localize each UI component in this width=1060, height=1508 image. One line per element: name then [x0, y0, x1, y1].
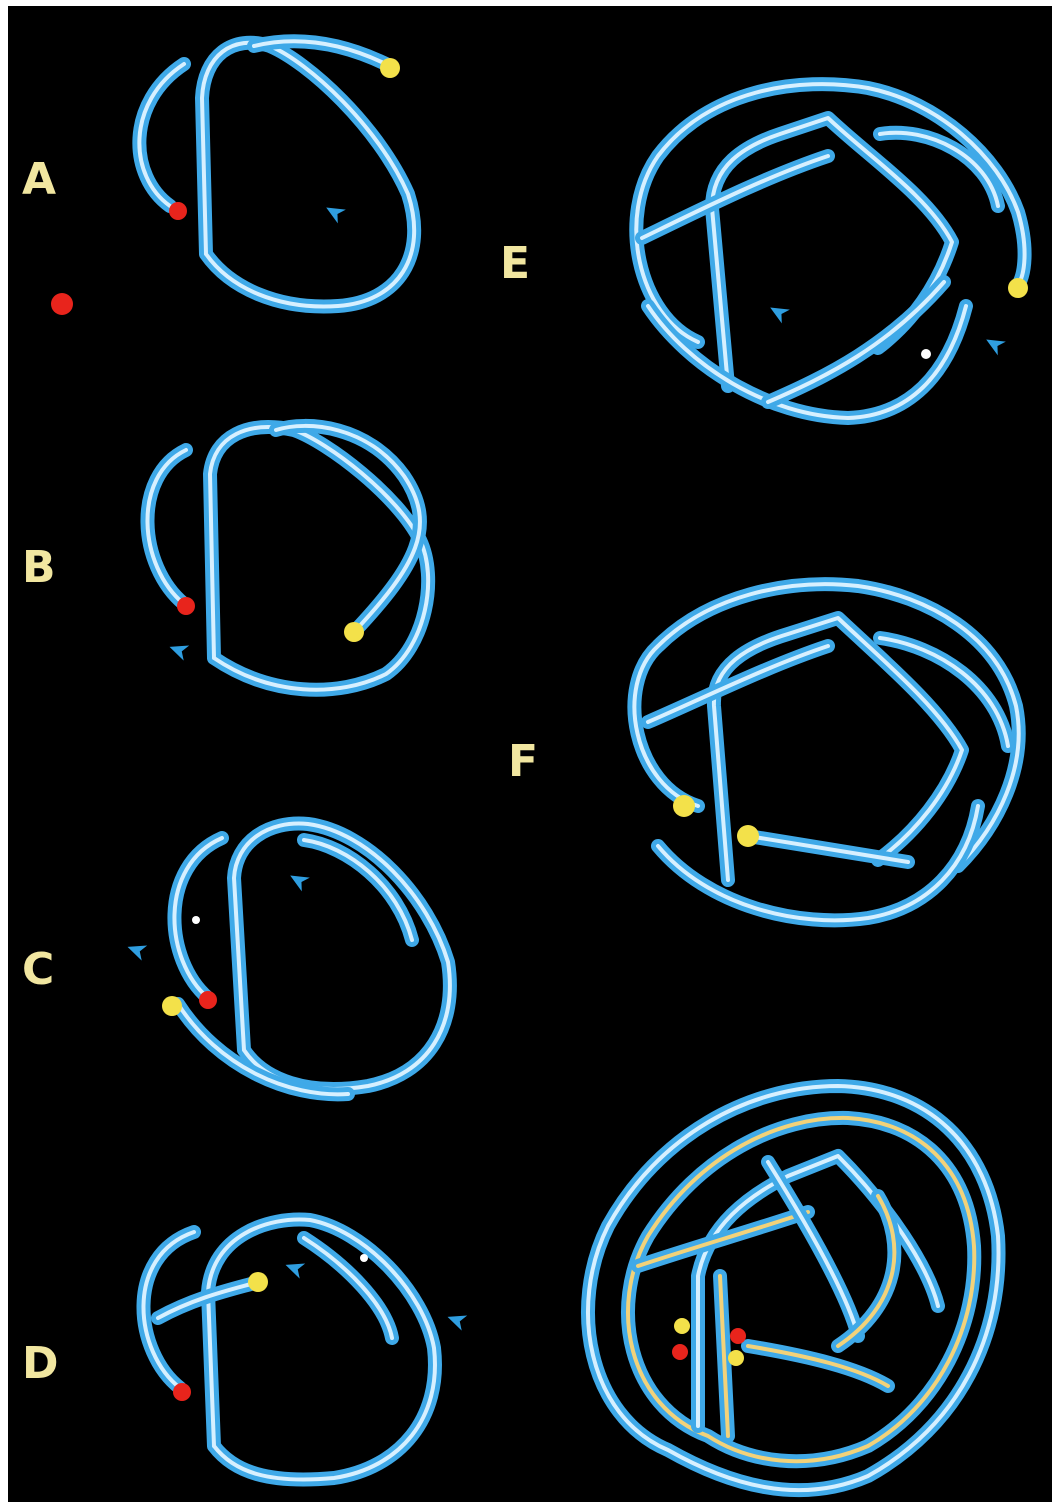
panel-label-d: D [22, 1338, 59, 1389]
strand-b-inner [269, 418, 427, 639]
yellow-dot-icon [673, 795, 695, 817]
strand-g-cross-1 [631, 1205, 815, 1273]
strand-c-bottom [171, 997, 355, 1102]
marker-layer [51, 58, 1028, 1401]
strand-d-inner [297, 1231, 399, 1345]
strand-g-cross-2 [741, 1339, 895, 1393]
red-dot-icon [199, 991, 217, 1009]
blue-arrowhead-icon [986, 339, 1006, 356]
strand-c-loop [227, 816, 457, 1096]
knot-diagram-svg: A B C D E F [22, 34, 1032, 1498]
yellow-dot-icon [737, 825, 759, 847]
strand-f-right-arc [873, 631, 1015, 753]
yellow-dot-icon [344, 622, 364, 642]
blue-arrowhead-icon [169, 645, 190, 661]
red-dot-icon [173, 1383, 191, 1401]
yellow-dot-icon [380, 58, 400, 78]
strand-a-top-arc [247, 34, 397, 73]
red-dot-icon [51, 293, 73, 315]
strand-g-outer [581, 1079, 1006, 1498]
blue-arrowhead-icon [326, 207, 346, 224]
strand-f-outer-1 [627, 577, 1026, 873]
white-dot-icon [360, 1254, 368, 1262]
blue-arrowhead-icon [285, 1263, 306, 1279]
yellow-dot-icon [674, 1318, 690, 1334]
blue-arrowhead-icon [127, 945, 148, 961]
strand-f-cross-1 [641, 639, 835, 729]
strand-d-loop [201, 1212, 442, 1487]
strand-e-right-arc [873, 125, 1005, 213]
red-dot-icon [672, 1344, 688, 1360]
strand-b-left-arc [140, 443, 193, 611]
strand-layer [132, 34, 1032, 1498]
blue-arrowhead-icon [447, 1315, 468, 1331]
panel-label-f: F [508, 736, 538, 787]
strand-g-inner-1 [691, 1149, 945, 1433]
strand-d-left-arc [136, 1225, 201, 1395]
strand-f-cross-2 [741, 829, 915, 869]
strand-c-left-arc [167, 831, 229, 1005]
strand-a-loop [195, 35, 422, 314]
yellow-dot-icon [728, 1350, 744, 1366]
panel-label-a: A [22, 154, 56, 205]
panel-label-layer: A B C D E F [22, 154, 538, 1389]
white-dot-icon [192, 916, 200, 924]
yellow-dot-icon [248, 1272, 268, 1292]
strand-e-bottom [641, 299, 973, 425]
red-dot-icon [169, 202, 187, 220]
yellow-dot-icon [162, 996, 182, 1016]
red-dot-icon [730, 1328, 746, 1344]
red-dot-icon [177, 597, 195, 615]
strand-g-gold-ring [621, 1110, 982, 1469]
strand-g-vertical [713, 1269, 735, 1443]
strand-f-inner-pentagon [706, 611, 969, 887]
strand-a-left-arc [132, 57, 191, 213]
strand-g-cross-4 [831, 1189, 902, 1353]
strand-e-cross-2 [761, 275, 951, 409]
blue-arrowhead-icon [770, 307, 790, 324]
yellow-dot-icon [1008, 278, 1028, 298]
strand-g-cross-3 [761, 1155, 865, 1343]
white-dot-icon [921, 349, 931, 359]
diagram-canvas: A B C D E F [8, 6, 1052, 1502]
blue-arrowhead-icon [290, 875, 310, 892]
strand-c-inner [297, 833, 419, 947]
panel-label-e: E [500, 238, 530, 289]
panel-label-c: C [22, 944, 54, 995]
strand-f-bottom [651, 799, 985, 928]
panel-label-b: B [22, 542, 56, 593]
strand-e-cross-1 [635, 149, 835, 245]
